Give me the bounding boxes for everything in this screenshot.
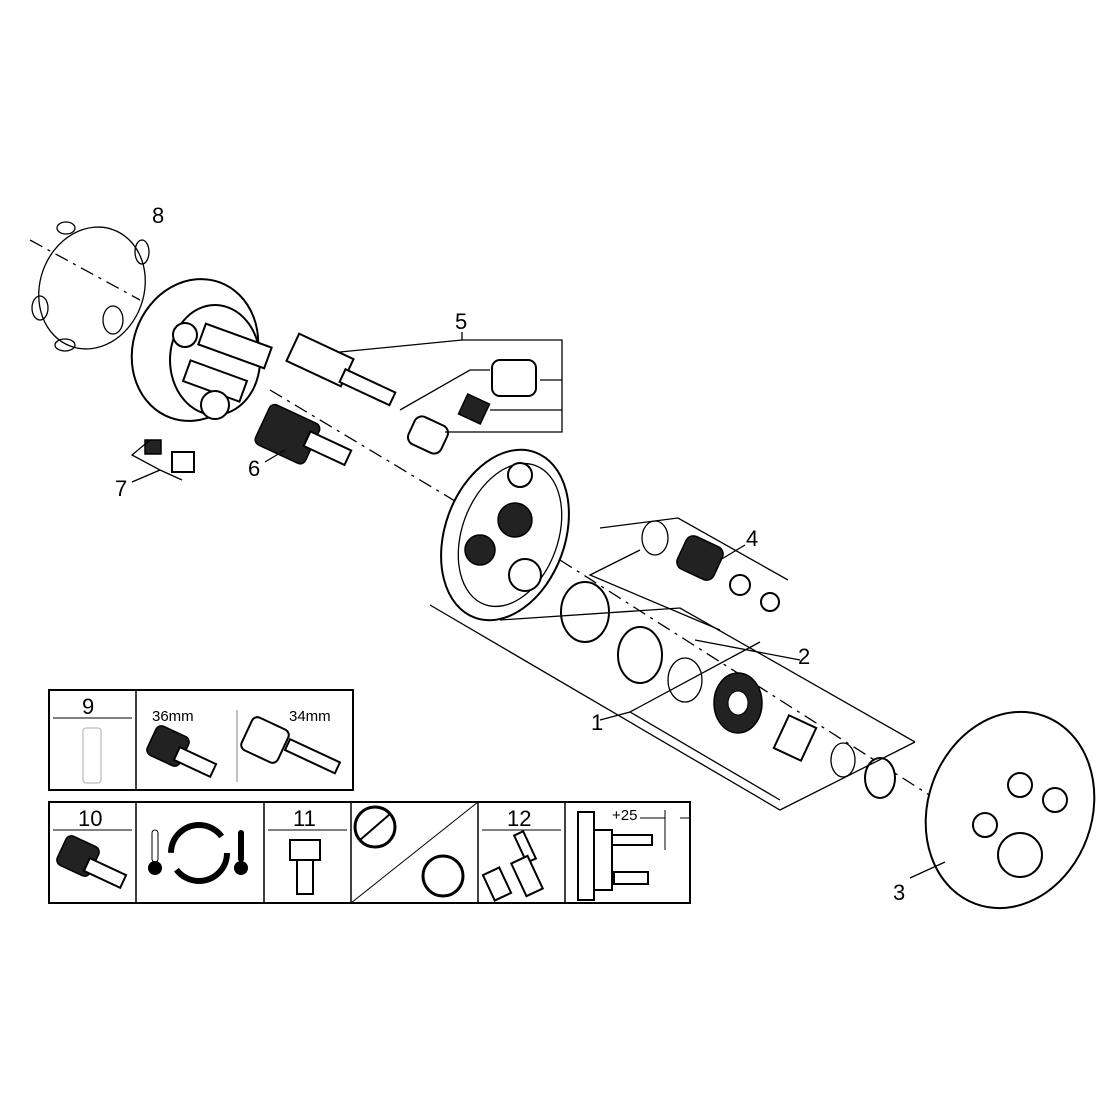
- not-allowed-icon: [353, 805, 397, 849]
- cartridge-5: [285, 332, 537, 455]
- cartridge-4: [641, 520, 780, 612]
- allowed-icon: [421, 854, 465, 898]
- callout-3: 3: [893, 880, 905, 905]
- panel-9-number: 9: [82, 694, 94, 719]
- gasket-ring-8: [31, 221, 150, 352]
- accessory-panel-9: 9 36mm 34mm: [48, 689, 354, 791]
- accessory-panels-10-12: 10 11 12 +25: [48, 801, 691, 904]
- trim-rings: [560, 581, 896, 799]
- panel-12-number: 12: [507, 806, 531, 831]
- cartridge-6: [254, 403, 353, 467]
- callout-6: 6: [248, 456, 260, 481]
- leader-4: [588, 517, 789, 631]
- callout-2: 2: [798, 644, 810, 669]
- callout-1: 1: [591, 710, 603, 735]
- mounting-plate: [440, 448, 570, 622]
- leader-3: [909, 861, 946, 879]
- temperature-cycle-icon: [148, 822, 248, 884]
- leader-7: [130, 439, 183, 483]
- size-36mm: 36mm: [152, 708, 194, 725]
- panel-10-number: 10: [78, 806, 102, 831]
- leader-1-2: [429, 604, 916, 811]
- valve-body: [130, 278, 273, 422]
- leader-6: [264, 449, 286, 463]
- callout-7: 7: [115, 476, 127, 501]
- panel-11-number: 11: [293, 806, 316, 831]
- leader-5: [339, 332, 563, 433]
- callout-4: 4: [746, 526, 758, 551]
- assembly-axis: [29, 239, 1001, 841]
- callout-8: 8: [152, 203, 164, 228]
- callout-5: 5: [455, 309, 467, 334]
- dimension-plus-25: +25: [612, 807, 637, 824]
- cover-plate-3: [924, 710, 1096, 910]
- size-34mm: 34mm: [289, 708, 331, 725]
- plugs-7: [144, 439, 195, 473]
